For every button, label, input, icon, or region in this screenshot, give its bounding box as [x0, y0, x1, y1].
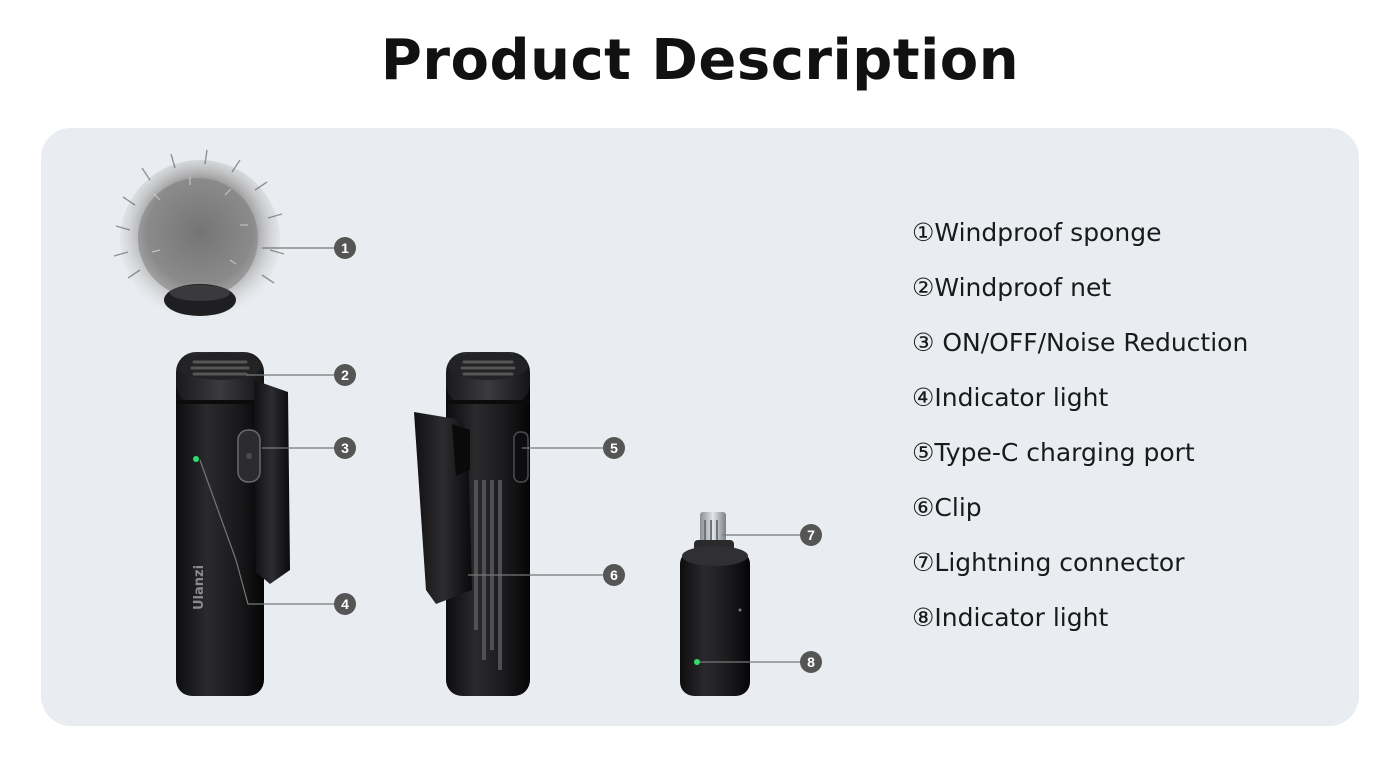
transmitter-side-image [414, 352, 530, 696]
callout-number: 7 [807, 527, 815, 543]
feature-item-clip: ⑥Clip [912, 493, 982, 522]
callout-number: 6 [610, 567, 618, 583]
callout-number: 1 [341, 240, 349, 256]
feature-item-power-noise-reduction: ③ ON/OFF/Noise Reduction [912, 328, 1249, 357]
callout-badge-7: 7 [800, 524, 822, 546]
callout-number: 2 [341, 367, 349, 383]
feature-item-receiver-indicator-light: ⑧Indicator light [912, 603, 1109, 632]
callout-badge-6: 6 [603, 564, 625, 586]
brand-logo: Ulanzi [192, 565, 207, 610]
feature-item-lightning-connector: ⑦Lightning connector [912, 548, 1185, 577]
callout-number: 5 [610, 440, 618, 456]
callout-leader-lines [199, 247, 800, 663]
feature-list: ①Windproof sponge ②Windproof net ③ ON/OF… [912, 212, 1248, 652]
callout-number: 4 [341, 596, 349, 612]
feature-item-indicator-light: ④Indicator light [912, 383, 1109, 412]
callout-badge-1: 1 [334, 237, 356, 259]
callout-badge-3: 3 [334, 437, 356, 459]
windproof-sponge-image [113, 149, 285, 320]
callout-badge-5: 5 [603, 437, 625, 459]
feature-item-type-c-port: ⑤Type-C charging port [912, 438, 1195, 467]
callout-number: 3 [341, 440, 349, 456]
transmitter-front-image: Ulanzi [176, 352, 290, 696]
feature-item-windproof-sponge: ①Windproof sponge [912, 218, 1162, 247]
callout-number: 8 [807, 654, 815, 670]
feature-item-windproof-net: ②Windproof net [912, 273, 1112, 302]
callout-badge-8: 8 [800, 651, 822, 673]
callout-badge-4: 4 [334, 593, 356, 615]
callout-badge-2: 2 [334, 364, 356, 386]
page-title: Product Description [380, 28, 1020, 93]
receiver-image [680, 512, 750, 696]
